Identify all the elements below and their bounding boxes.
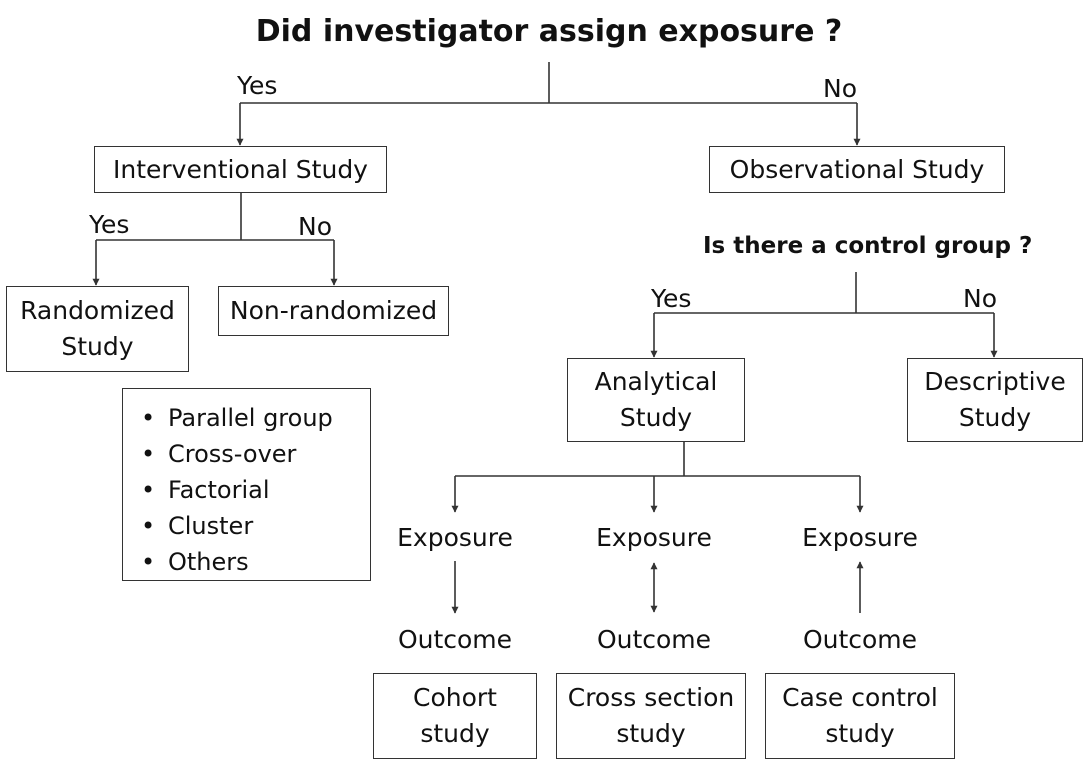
node-label-line2: Study bbox=[61, 332, 134, 361]
question-control-group: Is there a control group ? bbox=[703, 233, 1033, 259]
node-label-line1: Randomized bbox=[20, 296, 175, 325]
bullet-icon: • bbox=[141, 440, 156, 468]
node-label-line2: study bbox=[616, 719, 686, 748]
edge-label-yes-analytical: Yes bbox=[651, 284, 692, 313]
node-label: Interventional Study bbox=[113, 154, 368, 184]
bullet-icon: • bbox=[141, 476, 156, 504]
outcome-label-cross-section: Outcome bbox=[596, 625, 712, 654]
bullet-icon: • bbox=[141, 548, 156, 576]
edge-label-no-observational: No bbox=[823, 74, 857, 103]
edge-label-no-non-randomized: No bbox=[298, 212, 332, 241]
node-analytical-study: Analytical Study bbox=[567, 358, 745, 442]
edge-label-yes-randomized: Yes bbox=[89, 210, 130, 239]
node-label-line1: Cross section bbox=[567, 683, 735, 712]
randomized-designs-list: •Parallel group •Cross-over •Factorial •… bbox=[122, 388, 371, 581]
node-label-line2: study bbox=[825, 719, 895, 748]
node-label: Non-randomized bbox=[229, 296, 438, 325]
bullet-icon: • bbox=[141, 512, 156, 540]
list-item: •Parallel group bbox=[141, 400, 370, 436]
node-observational-study: Observational Study bbox=[709, 146, 1005, 193]
node-label-line1: Descriptive bbox=[924, 367, 1066, 396]
node-non-randomized: Non-randomized bbox=[218, 286, 449, 336]
node-label-line1: Analytical bbox=[594, 367, 718, 396]
list-item: •Cluster bbox=[141, 508, 370, 544]
node-label-line2: Study bbox=[619, 403, 693, 432]
exposure-label-cohort: Exposure bbox=[397, 523, 513, 552]
node-label: Observational Study bbox=[729, 154, 985, 184]
edge-label-no-descriptive: No bbox=[963, 284, 997, 313]
node-case-control-study: Case control study bbox=[765, 673, 955, 759]
list-item: •Factorial bbox=[141, 472, 370, 508]
list-item: •Others bbox=[141, 544, 370, 580]
node-randomized-study: Randomized Study bbox=[6, 286, 189, 372]
edge-label-yes-interventional: Yes bbox=[237, 71, 278, 100]
outcome-label-case-control: Outcome bbox=[802, 625, 918, 654]
node-descriptive-study: Descriptive Study bbox=[907, 358, 1083, 442]
node-cohort-study: Cohort study bbox=[373, 673, 537, 759]
question-assign-exposure: Did investigator assign exposure ? bbox=[255, 14, 843, 49]
node-label-line1: Cohort bbox=[413, 683, 497, 712]
bullet-icon: • bbox=[141, 404, 156, 432]
exposure-label-cross-section: Exposure bbox=[596, 523, 712, 552]
node-cross-section-study: Cross section study bbox=[556, 673, 746, 759]
node-label-line1: Case control bbox=[782, 683, 938, 712]
list-item: •Cross-over bbox=[141, 436, 370, 472]
node-interventional-study: Interventional Study bbox=[94, 146, 387, 193]
node-label-line2: study bbox=[420, 719, 490, 748]
outcome-label-cohort: Outcome bbox=[397, 625, 513, 654]
node-label-line2: Study bbox=[958, 403, 1032, 432]
exposure-label-case-control: Exposure bbox=[802, 523, 918, 552]
